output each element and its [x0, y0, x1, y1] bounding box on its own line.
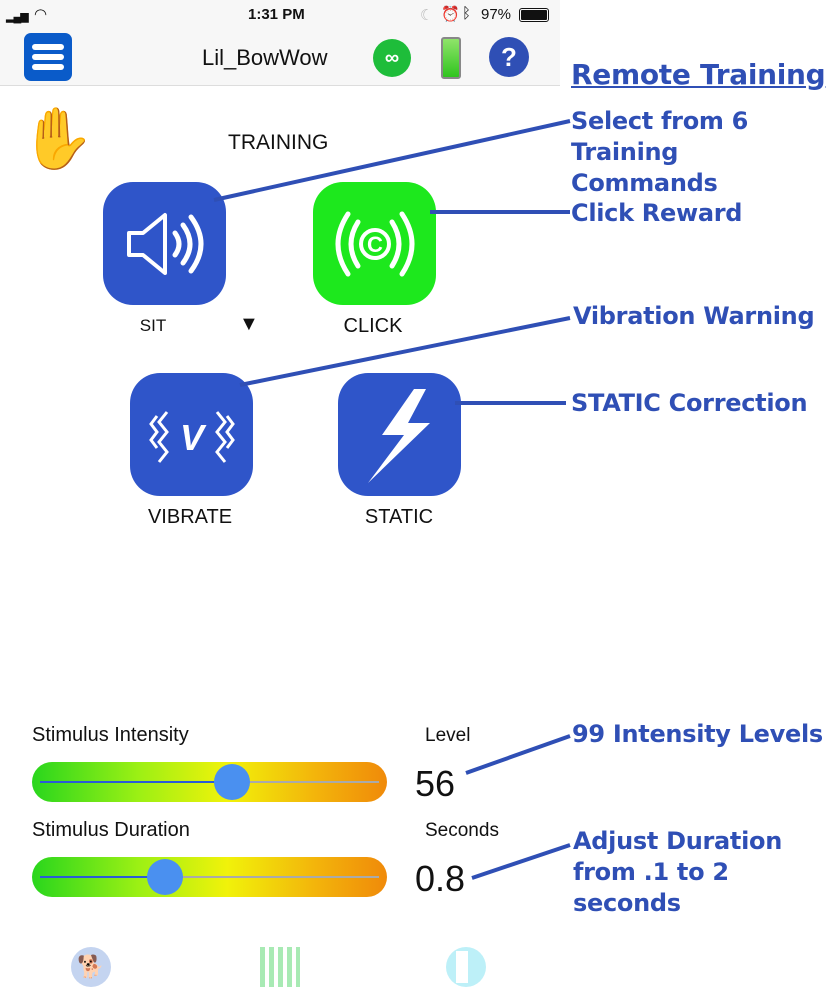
intensity-slider[interactable]	[32, 762, 387, 802]
status-bar: ▂▄▆ ◠ 1:31 PM ☾ ⏰ ᛒ 97%	[0, 0, 560, 30]
tab-fence-icon[interactable]	[260, 947, 300, 987]
alarm-icon: ⏰	[441, 6, 460, 23]
annotation-vibrate: Vibration Warning	[573, 302, 815, 330]
link-status-icon[interactable]: ∞	[373, 39, 411, 77]
static-button[interactable]	[338, 373, 461, 496]
training-heading: TRAINING	[228, 131, 329, 154]
vibrate-icon: V	[148, 410, 235, 463]
annotation-static: STATIC Correction	[571, 389, 808, 417]
nav-bar: Lil_BowWow ∞ ?	[0, 30, 560, 86]
level-label: Level	[425, 725, 471, 746]
battery-percent: 97%	[481, 6, 512, 23]
dog-name-title: Lil_BowWow	[202, 45, 328, 70]
sit-label: SIT	[139, 316, 167, 335]
tab-training-dog-icon[interactable]: 🐕	[71, 947, 111, 987]
static-label: STATIC	[364, 506, 434, 528]
battery-icon	[519, 8, 549, 22]
click-icon: C	[335, 211, 414, 276]
wifi-icon: ◠	[34, 6, 48, 23]
command-dropdown-arrow[interactable]: ▼	[239, 313, 259, 335]
status-time: 1:31 PM	[248, 6, 305, 23]
speaker-icon	[126, 212, 203, 275]
menu-button[interactable]	[24, 33, 72, 81]
annotation-line-levels	[465, 734, 571, 775]
duration-label: Stimulus Duration	[32, 819, 190, 841]
signal-icon: ▂▄▆	[6, 11, 29, 23]
annotation-levels: 99 Intensity Levels	[572, 720, 823, 748]
moon-icon: ☾	[420, 7, 434, 24]
help-button[interactable]: ?	[489, 37, 529, 77]
annotation-duration: Adjust Duration from .1 to 2 seconds	[573, 827, 782, 917]
annotation-click: Click Reward	[571, 199, 743, 227]
vibrate-label: VIBRATE	[147, 506, 233, 528]
annotation-commands: Select from 6 Training Commands	[571, 107, 749, 197]
svg-text:V: V	[179, 417, 206, 458]
annotation-line-vibrate	[239, 316, 571, 387]
vibrate-button[interactable]: V	[130, 373, 253, 496]
sit-command-button[interactable]	[103, 182, 226, 305]
annotation-line-duration	[471, 843, 571, 880]
click-label: CLICK	[343, 315, 403, 337]
collar-battery-icon	[441, 37, 461, 79]
duration-slider-thumb[interactable]	[147, 859, 184, 895]
duration-value: 0.8	[415, 858, 466, 899]
click-reward-button[interactable]: C	[313, 182, 436, 305]
bluetooth-icon: ᛒ	[462, 5, 472, 22]
annotation-line-commands	[213, 119, 571, 202]
tab-door-icon[interactable]	[446, 947, 486, 987]
duration-slider[interactable]	[32, 857, 387, 897]
annotation-title: Remote Training	[571, 58, 826, 91]
stop-hand-icon[interactable]: ✋	[20, 105, 95, 172]
seconds-label: Seconds	[425, 820, 499, 841]
svg-text:C: C	[367, 232, 383, 257]
intensity-label: Stimulus Intensity	[32, 724, 189, 746]
intensity-slider-thumb[interactable]	[213, 764, 250, 800]
intensity-value: 56	[415, 763, 456, 804]
